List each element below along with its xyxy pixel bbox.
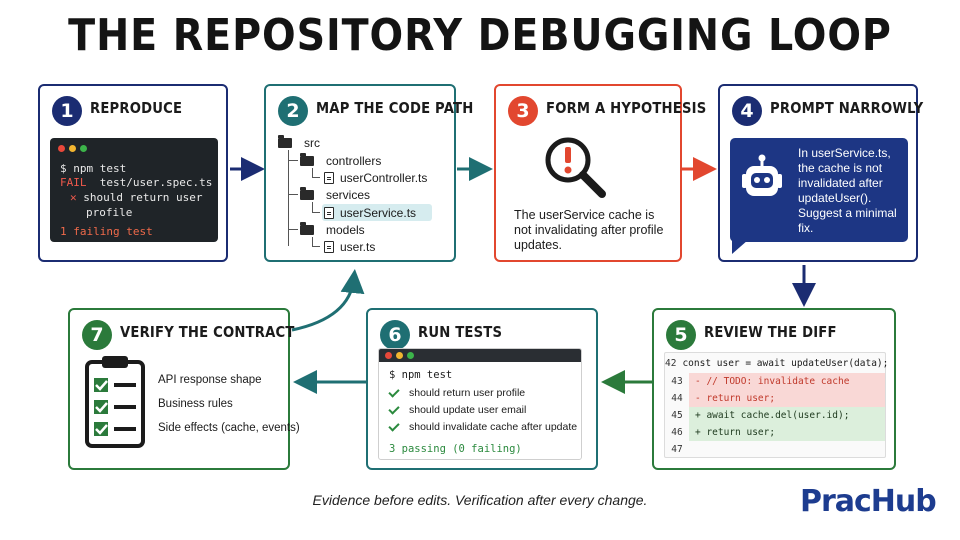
step-number: 6 [380, 320, 410, 350]
tree-file-userservice[interactable]: userService.ts [324, 206, 416, 220]
check-icon [388, 385, 400, 398]
tree-folder-services[interactable]: services [300, 187, 370, 202]
footer-tagline: Evidence before edits. Verification afte… [312, 492, 648, 508]
hypothesis-text: The userService cache is not invalidatin… [514, 208, 664, 252]
window-controls [58, 145, 87, 152]
step-number: 4 [732, 96, 762, 126]
step-title: VERIFY THE CONTRACT [120, 323, 295, 341]
tree-folder-src[interactable]: src [278, 135, 320, 150]
test-pass-line: should invalidate cache after update [388, 419, 577, 433]
step-title: PROMPT NARROWLY [770, 99, 924, 117]
step-title: REPRODUCE [90, 99, 183, 117]
step-title: FORM A HYPOTHESIS [546, 99, 707, 117]
contract-item: API response shape [158, 374, 262, 386]
test-pass-line: should update user email [388, 402, 526, 416]
step-title: MAP THE CODE PATH [316, 99, 474, 117]
tree-file-usercontroller[interactable]: userController.ts [324, 171, 427, 185]
diff-line: 47 [671, 444, 683, 455]
page-title: THE REPOSITORY DEBUGGING LOOP [68, 10, 892, 61]
robot-icon [742, 154, 782, 196]
terminal-fail-line: FAIL test/user.spec.ts [60, 176, 213, 189]
arrow-7-to-2 [291, 269, 365, 332]
terminal-summary: 3 passing (0 failing) [389, 443, 522, 455]
step-6-card: 6 RUN TESTS $ npm test should return use… [366, 308, 598, 470]
prompt-text: In userService.ts, the cache is not inva… [798, 146, 897, 235]
terminal-window: $ npm test should return user profile sh… [378, 348, 582, 460]
contract-item: Side effects (cache, events) [158, 422, 300, 434]
step-number: 2 [278, 96, 308, 126]
file-icon [324, 207, 334, 219]
brand-logo: PracHub [800, 484, 937, 519]
step-4-card: 4 PROMPT NARROWLY In userService.ts, the… [718, 84, 923, 262]
step-1-card: 1 REPRODUCE $ npm test FAIL test/user.sp… [38, 84, 228, 262]
step-number: 1 [52, 96, 82, 126]
x-mark-icon: ✕ [70, 191, 77, 204]
clipboard-checklist-icon [85, 356, 145, 448]
step-number: 5 [666, 320, 696, 350]
tree-folder-models[interactable]: models [300, 222, 365, 237]
file-icon [324, 241, 334, 253]
step-7-card: 7 VERIFY THE CONTRACT API response shape… [68, 308, 300, 470]
prompt-bubble: In userService.ts, the cache is not inva… [730, 138, 908, 254]
magnifier-alert-icon [545, 137, 606, 198]
test-pass-line: should return user profile [388, 385, 525, 399]
step-number: 3 [508, 96, 538, 126]
step-title: REVIEW THE DIFF [704, 323, 837, 341]
tree-file-user[interactable]: user.ts [324, 240, 375, 254]
contract-item: Business rules [158, 398, 233, 410]
file-icon [324, 172, 334, 184]
check-icon [388, 419, 400, 432]
step-3-card: 3 FORM A HYPOTHESIS The userService cach… [494, 84, 706, 262]
diff-line-removed: 44- return user; [665, 390, 885, 407]
folder-icon [300, 153, 314, 166]
step-2-card: 2 MAP THE CODE PATH src controllers user… [264, 84, 473, 262]
folder-icon [278, 135, 292, 148]
step-title: RUN TESTS [418, 323, 503, 341]
terminal-summary: 1 failing test [60, 225, 153, 238]
terminal-error-line-2: profile [86, 206, 133, 219]
step-number: 7 [82, 320, 112, 350]
diff-line-removed: 43- // TODO: invalidate cache [665, 373, 885, 390]
terminal-window: $ npm test FAIL test/user.spec.ts ✕ shou… [50, 138, 218, 242]
highlighted-file [322, 204, 432, 221]
diff-line-added: 45+ await cache.del(user.id); [665, 407, 885, 424]
diff-line-added: 46+ return user; [665, 424, 885, 441]
tree-folder-controllers[interactable]: controllers [300, 153, 381, 168]
check-icon [388, 402, 400, 415]
terminal-command: $ npm test [389, 369, 453, 381]
folder-icon [300, 222, 314, 235]
folder-icon [300, 187, 314, 200]
window-controls [385, 352, 414, 359]
terminal-command: $ npm test [60, 162, 127, 175]
terminal-error-line: ✕ should return user [70, 191, 203, 204]
